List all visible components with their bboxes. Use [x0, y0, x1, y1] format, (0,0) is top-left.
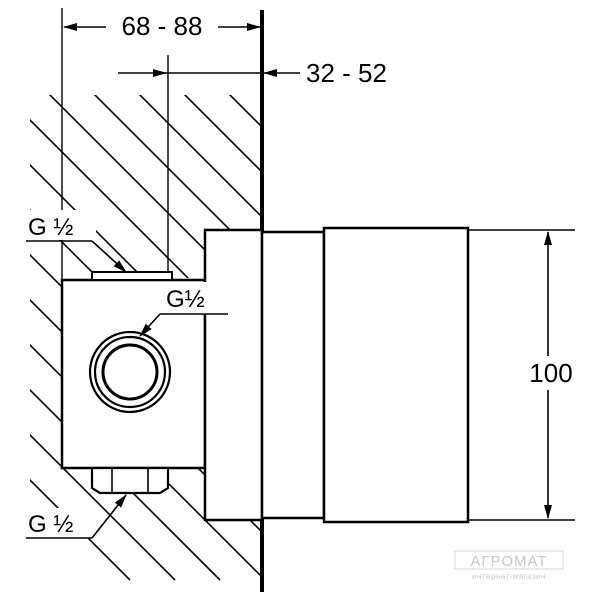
label-bg-thread-side: [162, 282, 226, 314]
watermark-tagline: интернет-магазин: [472, 572, 546, 581]
dim-text-bg-top: [106, 10, 218, 40]
dim-text-bg-height: [522, 356, 578, 390]
label-bg-thread-top: [24, 210, 96, 240]
dim-label-top: 68 - 88: [122, 11, 203, 41]
watermark: АГРОМАТ интернет-магазин: [454, 550, 564, 581]
handle-cover: [322, 226, 470, 524]
mounting-plate: [203, 228, 264, 522]
dim-label-second: 32 - 52: [306, 58, 387, 88]
bottom-nut: [90, 466, 170, 495]
side-port: [88, 330, 172, 414]
label-thread-bottom: G ½: [28, 511, 73, 538]
watermark-brand: АГРОМАТ: [471, 553, 548, 570]
top-connection-stub: [91, 271, 173, 281]
leader-thread-bottom: [91, 494, 127, 539]
dim-label-height: 100: [529, 358, 572, 388]
leader-thread-top: [91, 240, 127, 273]
label-thread-side: G½: [166, 286, 205, 313]
label-bg-thread-bottom: [24, 508, 96, 538]
leader-thread-side: [139, 313, 161, 337]
label-thread-top: G ½: [28, 214, 73, 241]
collar: [260, 230, 326, 520]
